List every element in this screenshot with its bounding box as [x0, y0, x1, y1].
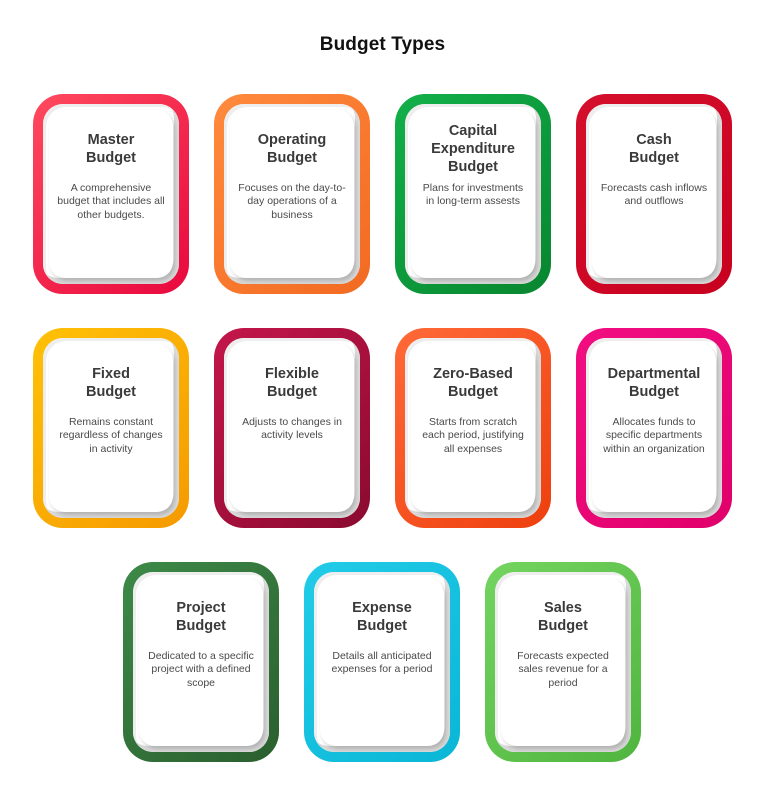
card-heading-line: Budget	[86, 384, 136, 400]
card-heading-line: Budget	[629, 384, 679, 400]
card-heading-line: Sales	[544, 600, 582, 616]
card-description: Details all anticipated expenses for a p…	[331, 650, 433, 676]
card-heading-line: Budget	[267, 384, 317, 400]
card-description: A comprehensive budget that includes all…	[57, 182, 165, 221]
card-heading-line: Master	[87, 132, 135, 148]
card-heading-line: Expense	[352, 600, 412, 616]
card-heading-line: Budget	[267, 150, 317, 166]
card-description: Starts from scratch each period, justify…	[422, 416, 524, 455]
card-heading-line: Operating	[257, 132, 327, 148]
card-description: Forecasts cash inflows and outflows	[600, 182, 708, 208]
card-heading-line: Cash	[636, 132, 672, 148]
card-description: Allocates funds to specific departments …	[603, 416, 705, 455]
card-heading-line: Capital	[448, 123, 498, 139]
card-description: Focuses on the day-to-day operations of …	[238, 182, 346, 221]
card-heading-line: Departmental	[607, 366, 701, 382]
card-heading-line: Budget	[448, 159, 498, 175]
card-description: Dedicated to a specific project with a d…	[148, 650, 254, 689]
card-heading-line: Flexible	[265, 366, 319, 382]
card-heading-line: Fixed	[92, 366, 130, 382]
card-description: Forecasts expected sales revenue for a p…	[517, 650, 609, 689]
card-heading-line: Zero-Based	[433, 366, 513, 382]
card-heading-line: Budget	[86, 150, 136, 166]
card-heading-line: Budget	[629, 150, 679, 166]
card-heading-line: Expenditure	[431, 141, 515, 157]
card-description: Adjusts to changes in activity levels	[242, 416, 342, 442]
card-heading-line: Budget	[538, 618, 588, 634]
card-heading-line: Budget	[176, 618, 226, 634]
card-description: Remains constant regardless of changes i…	[59, 416, 163, 455]
card-heading-line: Budget	[357, 618, 407, 634]
card-description: Plans for investments in long-term asses…	[422, 182, 524, 208]
diagram-title: Budget Types	[319, 34, 446, 55]
card-heading-line: Budget	[448, 384, 498, 400]
card-heading-line: Project	[176, 600, 226, 616]
